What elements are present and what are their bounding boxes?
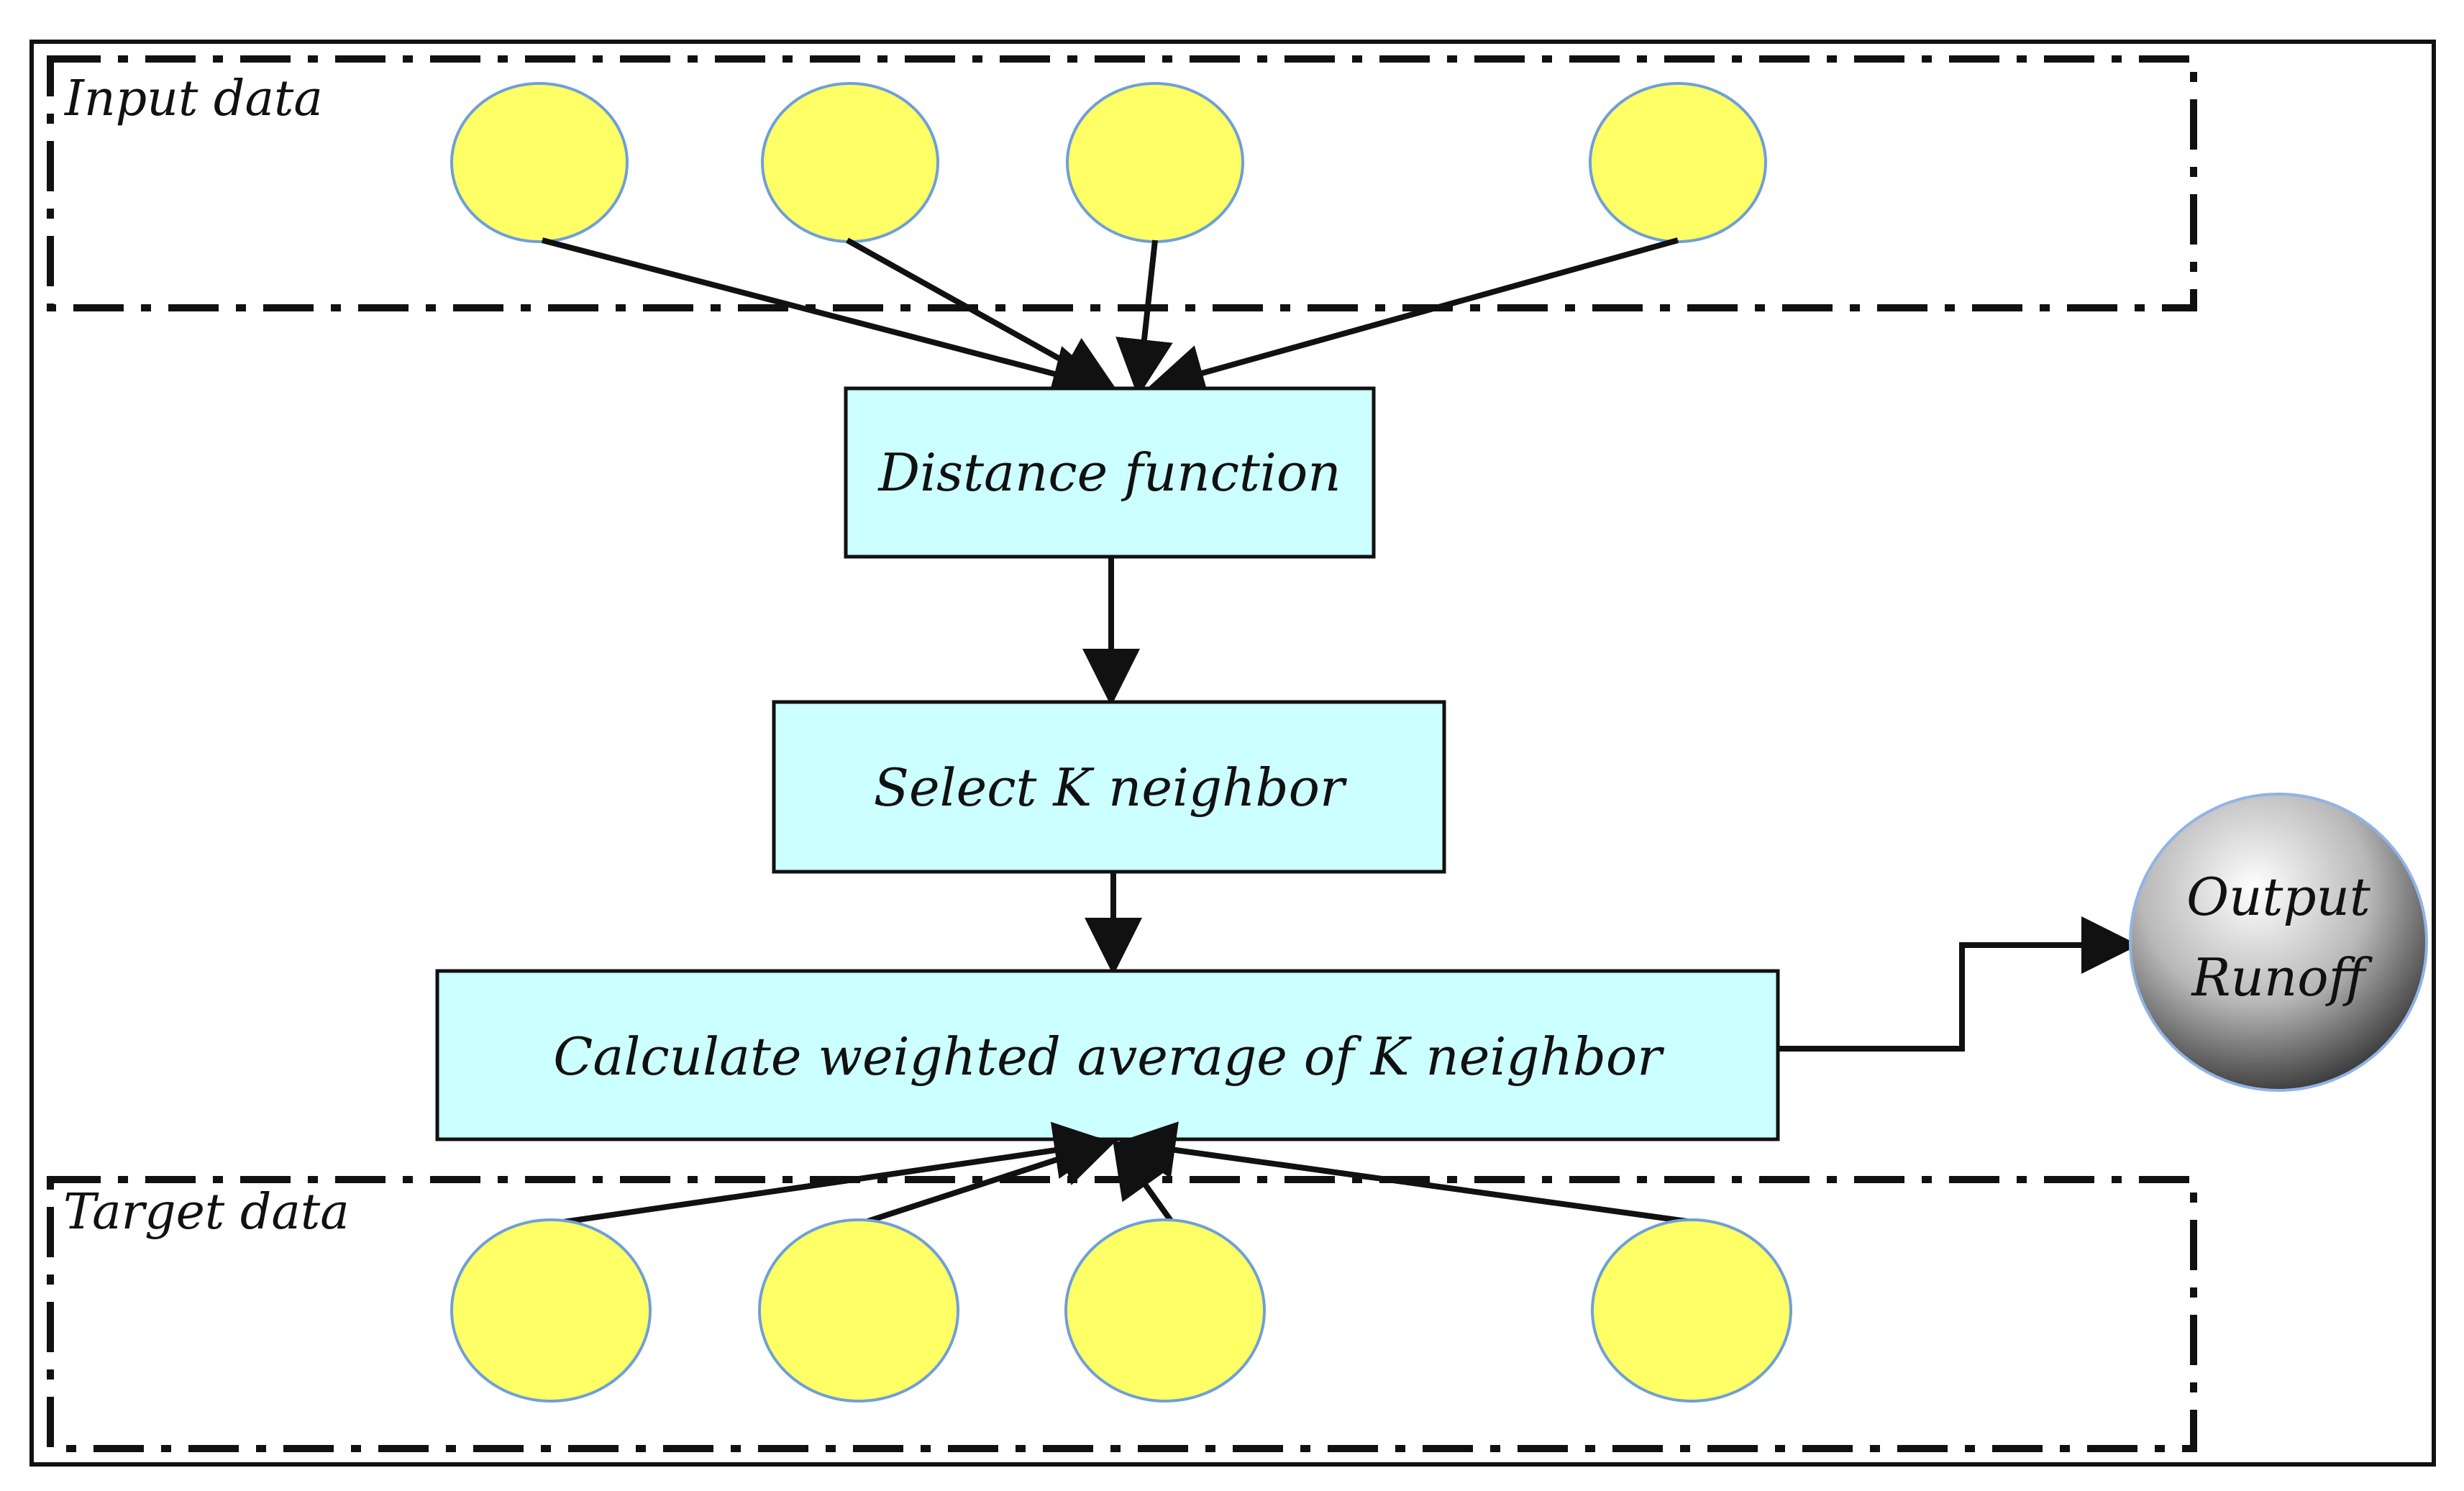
distance-function-label: Distance function — [877, 442, 1341, 503]
arrow-input-2 — [846, 237, 1118, 391]
calculate-weighted-average-box: Calculate weighted average of K neighbor — [435, 969, 1780, 1141]
target-data-group: Target data — [47, 1176, 2197, 1452]
output-runoff-node: Output Runoff — [2129, 793, 2428, 1092]
calculate-weighted-average-rect — [435, 969, 1780, 1141]
input-node-1 — [450, 82, 629, 243]
arrow-target-2 — [862, 1130, 1118, 1226]
input-node-4 — [1589, 82, 1767, 243]
target-data-label: Target data — [63, 1184, 350, 1241]
distance-function-rect — [844, 386, 1376, 559]
input-data-dashed-border — [47, 55, 2197, 311]
select-k-neighbor-label: Select K neighbor — [874, 757, 1347, 818]
input-data-group: Input data — [47, 55, 2197, 311]
output-label-line1: Output — [2186, 867, 2371, 927]
input-node-2 — [761, 82, 939, 243]
target-data-dashed-border — [47, 1176, 2197, 1452]
input-data-label: Input data — [63, 70, 323, 127]
arrow-calculate-to-output — [1779, 916, 2139, 1052]
target-node-4 — [1591, 1218, 1792, 1403]
target-node-1 — [450, 1218, 652, 1403]
select-k-neighbor-rect — [772, 700, 1446, 874]
select-k-neighbor-box: Select K neighbor — [772, 700, 1446, 874]
output-sphere — [2129, 793, 2428, 1092]
target-node-3 — [1064, 1218, 1266, 1403]
arrow-input-4 — [1146, 237, 1679, 401]
calculate-weighted-average-label: Calculate weighted average of K neighbor — [553, 1026, 1664, 1087]
output-label-line2: Runoff — [2190, 947, 2373, 1008]
input-arrows — [541, 237, 1679, 402]
arrow-input-3 — [1115, 240, 1173, 397]
input-node-3 — [1066, 82, 1244, 243]
distance-function-box: Distance function — [844, 386, 1376, 559]
arrow-input-1 — [541, 237, 1110, 402]
target-node-2 — [758, 1218, 959, 1403]
